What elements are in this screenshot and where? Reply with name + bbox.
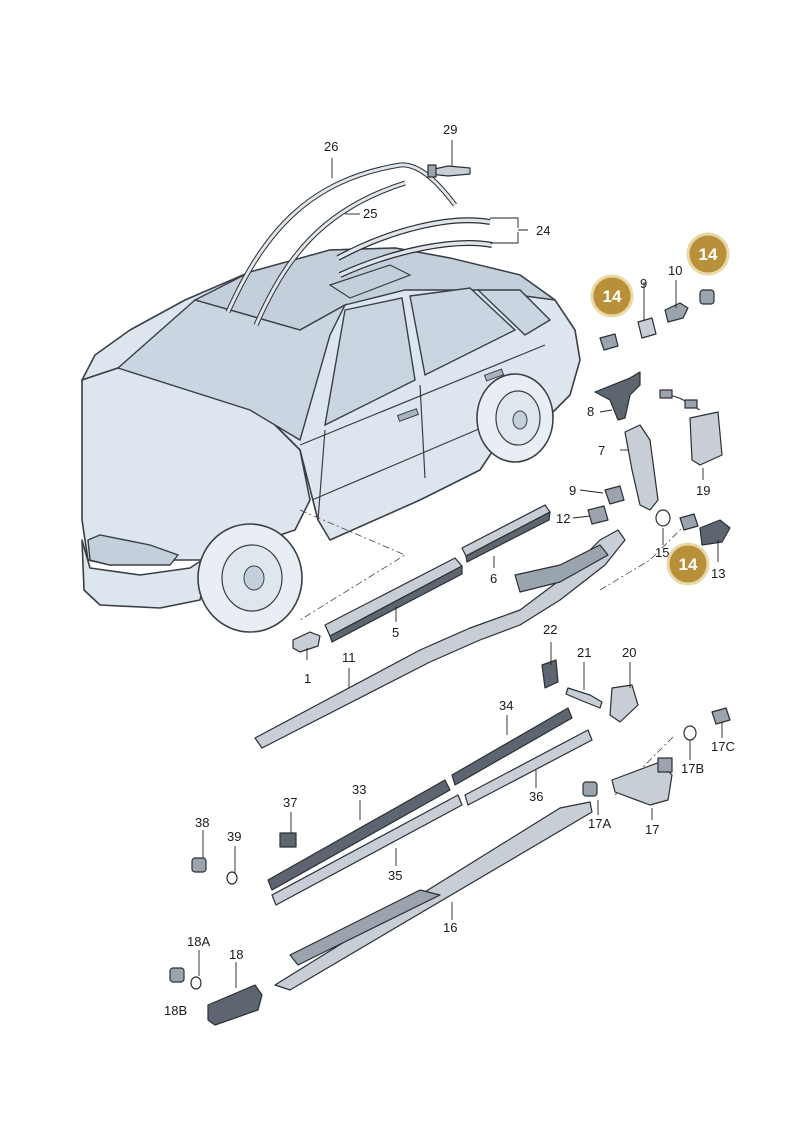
part-18-bracket bbox=[207, 984, 263, 1026]
label-7: 7 bbox=[598, 443, 605, 458]
part-33-strip bbox=[267, 779, 451, 891]
part-7-pillar-trim bbox=[624, 424, 659, 511]
label-6: 6 bbox=[490, 571, 497, 586]
label-10: 10 bbox=[668, 263, 682, 278]
label-17b: 17B bbox=[681, 761, 704, 776]
label-36: 36 bbox=[529, 789, 543, 804]
label-19: 19 bbox=[696, 483, 710, 498]
part-8-bracket bbox=[594, 371, 641, 421]
part-labels: 1 5 6 7 8 9 9 10 11 12 13 15 16 17 17A 1… bbox=[164, 122, 735, 1018]
label-16: 16 bbox=[443, 920, 457, 935]
label-20: 20 bbox=[622, 645, 636, 660]
label-38: 38 bbox=[195, 815, 209, 830]
part-20-cover bbox=[609, 684, 639, 723]
part-36-strip bbox=[464, 729, 593, 806]
small-fasteners-lower bbox=[169, 707, 731, 990]
leader-lines bbox=[198, 140, 723, 988]
label-24: 24 bbox=[536, 223, 550, 238]
part-21-pin bbox=[565, 687, 603, 709]
label-39: 39 bbox=[227, 829, 241, 844]
label-35: 35 bbox=[388, 868, 402, 883]
label-1: 1 bbox=[304, 671, 311, 686]
label-25: 25 bbox=[363, 206, 377, 221]
label-12: 12 bbox=[556, 511, 570, 526]
label-26: 26 bbox=[324, 139, 338, 154]
label-18b: 18B bbox=[164, 1003, 187, 1018]
badge-14-text: 14 bbox=[699, 245, 718, 264]
label-5: 5 bbox=[392, 625, 399, 640]
label-22: 22 bbox=[543, 622, 557, 637]
label-34: 34 bbox=[499, 698, 513, 713]
label-37: 37 bbox=[283, 795, 297, 810]
label-17c: 17C bbox=[711, 739, 735, 754]
part-11-sill-trim bbox=[254, 529, 626, 749]
part-19-handle bbox=[659, 389, 723, 466]
label-11: 11 bbox=[342, 650, 356, 665]
highlight-badge-14-top-right[interactable]: 14 bbox=[686, 232, 730, 276]
car-illustration bbox=[81, 247, 581, 633]
part-35-strip bbox=[271, 794, 463, 906]
highlight-badge-14-middle[interactable]: 14 bbox=[666, 542, 710, 586]
label-17a: 17A bbox=[588, 816, 611, 831]
part-6-strip bbox=[461, 504, 551, 563]
label-33: 33 bbox=[352, 782, 366, 797]
part-17-bracket bbox=[611, 757, 673, 806]
badge-14-text: 14 bbox=[679, 555, 698, 574]
part-34-strip bbox=[451, 707, 573, 786]
highlight-badge-14-top-left[interactable]: 14 bbox=[590, 274, 634, 318]
label-9-mid: 9 bbox=[569, 483, 576, 498]
label-18: 18 bbox=[229, 947, 243, 962]
label-21: 21 bbox=[577, 645, 591, 660]
label-15: 15 bbox=[655, 545, 669, 560]
label-18a: 18A bbox=[187, 934, 210, 949]
label-13: 13 bbox=[711, 566, 725, 581]
part-22-bracket bbox=[541, 659, 559, 689]
roof-moldings bbox=[225, 162, 493, 327]
part-29-clip bbox=[427, 164, 471, 178]
upper-fasteners bbox=[587, 289, 731, 546]
badge-14-text: 14 bbox=[603, 287, 622, 306]
part-16-sill bbox=[274, 801, 593, 991]
part-5-strip bbox=[324, 557, 463, 643]
label-9-top: 9 bbox=[640, 276, 647, 291]
label-29: 29 bbox=[443, 122, 457, 137]
part-1-cap bbox=[292, 631, 321, 653]
label-8: 8 bbox=[587, 404, 594, 419]
label-17: 17 bbox=[645, 822, 659, 837]
